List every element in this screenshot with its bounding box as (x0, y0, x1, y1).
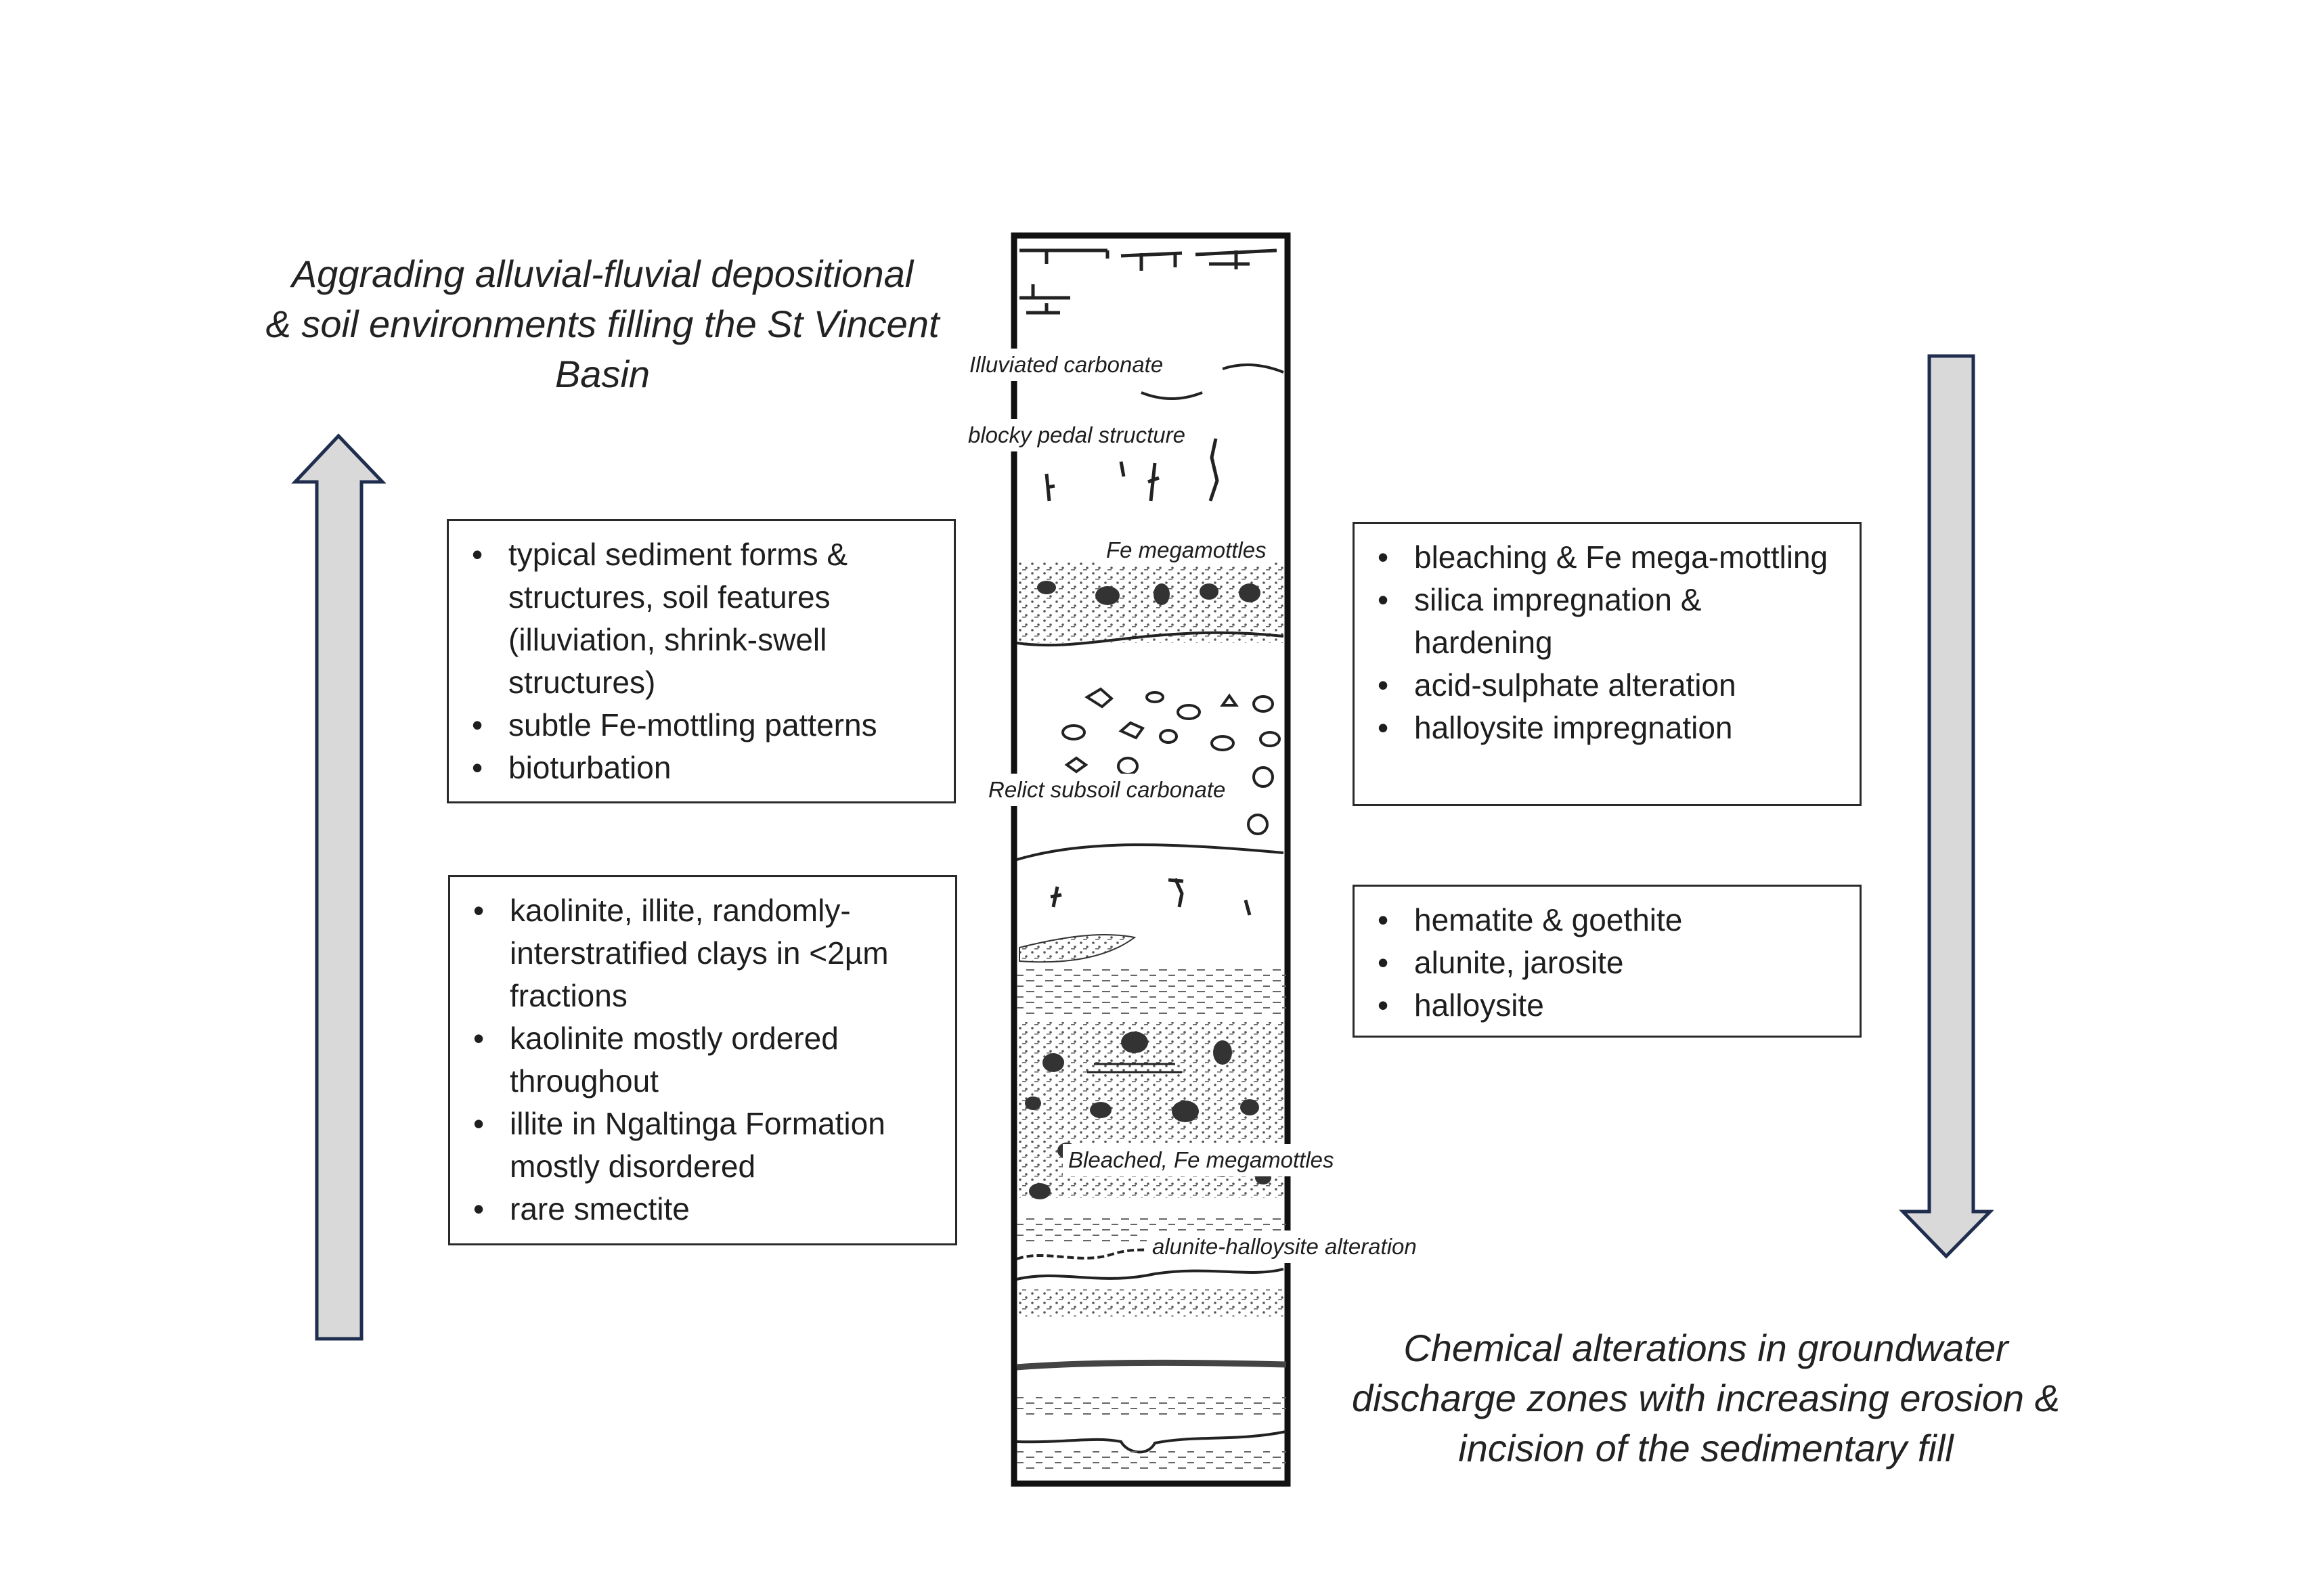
list-item: bleaching & Fe mega-mottling (1371, 536, 1839, 579)
list-item: kaolinite mostly ordered throughout (466, 1017, 935, 1103)
alteration-processes-box: bleaching & Fe mega-mottling silica impr… (1353, 522, 1862, 806)
bleached-megamottles-label: Bleached, Fe megamottles (1063, 1144, 1340, 1176)
list-item: halloysite (1371, 984, 1839, 1027)
fe-megamottles-label: Fe megamottles (1101, 534, 1272, 567)
clay-mineralogy-list: kaolinite, illite, randomly-interstratif… (466, 889, 935, 1231)
alteration-minerals-box: hematite & goethite alunite, jarosite ha… (1353, 885, 1862, 1038)
chemical-alterations-title: Chemical alterations in groundwater disc… (1352, 1327, 2060, 1469)
list-item: hematite & goethite (1371, 899, 1839, 941)
alteration-processes-list: bleaching & Fe mega-mottling silica impr… (1371, 536, 1839, 749)
list-item: bioturbation (465, 747, 933, 789)
list-item: halloysite impregnation (1371, 707, 1839, 749)
clay-mineralogy-box: kaolinite, illite, randomly-interstratif… (448, 875, 957, 1245)
list-item: acid-sulphate alteration (1371, 664, 1839, 707)
aggrading-title: Aggrading alluvial-fluvial depositional … (265, 252, 940, 395)
list-item: rare smectite (466, 1188, 935, 1231)
upward-arrow (291, 433, 386, 1341)
list-item: kaolinite, illite, randomly-interstratif… (466, 889, 935, 1017)
blocky-pedal-label: blocky pedal structure (963, 419, 1191, 451)
list-item: typical sediment forms & structures, soi… (465, 533, 933, 704)
downward-arrow (1899, 354, 1994, 1259)
sediment-features-box: typical sediment forms & structures, soi… (447, 519, 956, 803)
list-item: alunite, jarosite (1371, 941, 1839, 984)
alunite-halloysite-label: alunite-halloysite alteration (1147, 1231, 1422, 1263)
list-item: silica impregnation & hardening (1371, 579, 1839, 664)
list-item: subtle Fe-mottling patterns (465, 704, 933, 747)
illuviated-carbonate-label: Illuviated carbonate (964, 349, 1169, 381)
list-item: illite in Ngaltinga Formation mostly dis… (466, 1103, 935, 1188)
relict-carbonate-label: Relict subsoil carbonate (983, 774, 1231, 806)
sediment-features-list: typical sediment forms & structures, soi… (465, 533, 933, 789)
alteration-minerals-list: hematite & goethite alunite, jarosite ha… (1371, 899, 1839, 1027)
